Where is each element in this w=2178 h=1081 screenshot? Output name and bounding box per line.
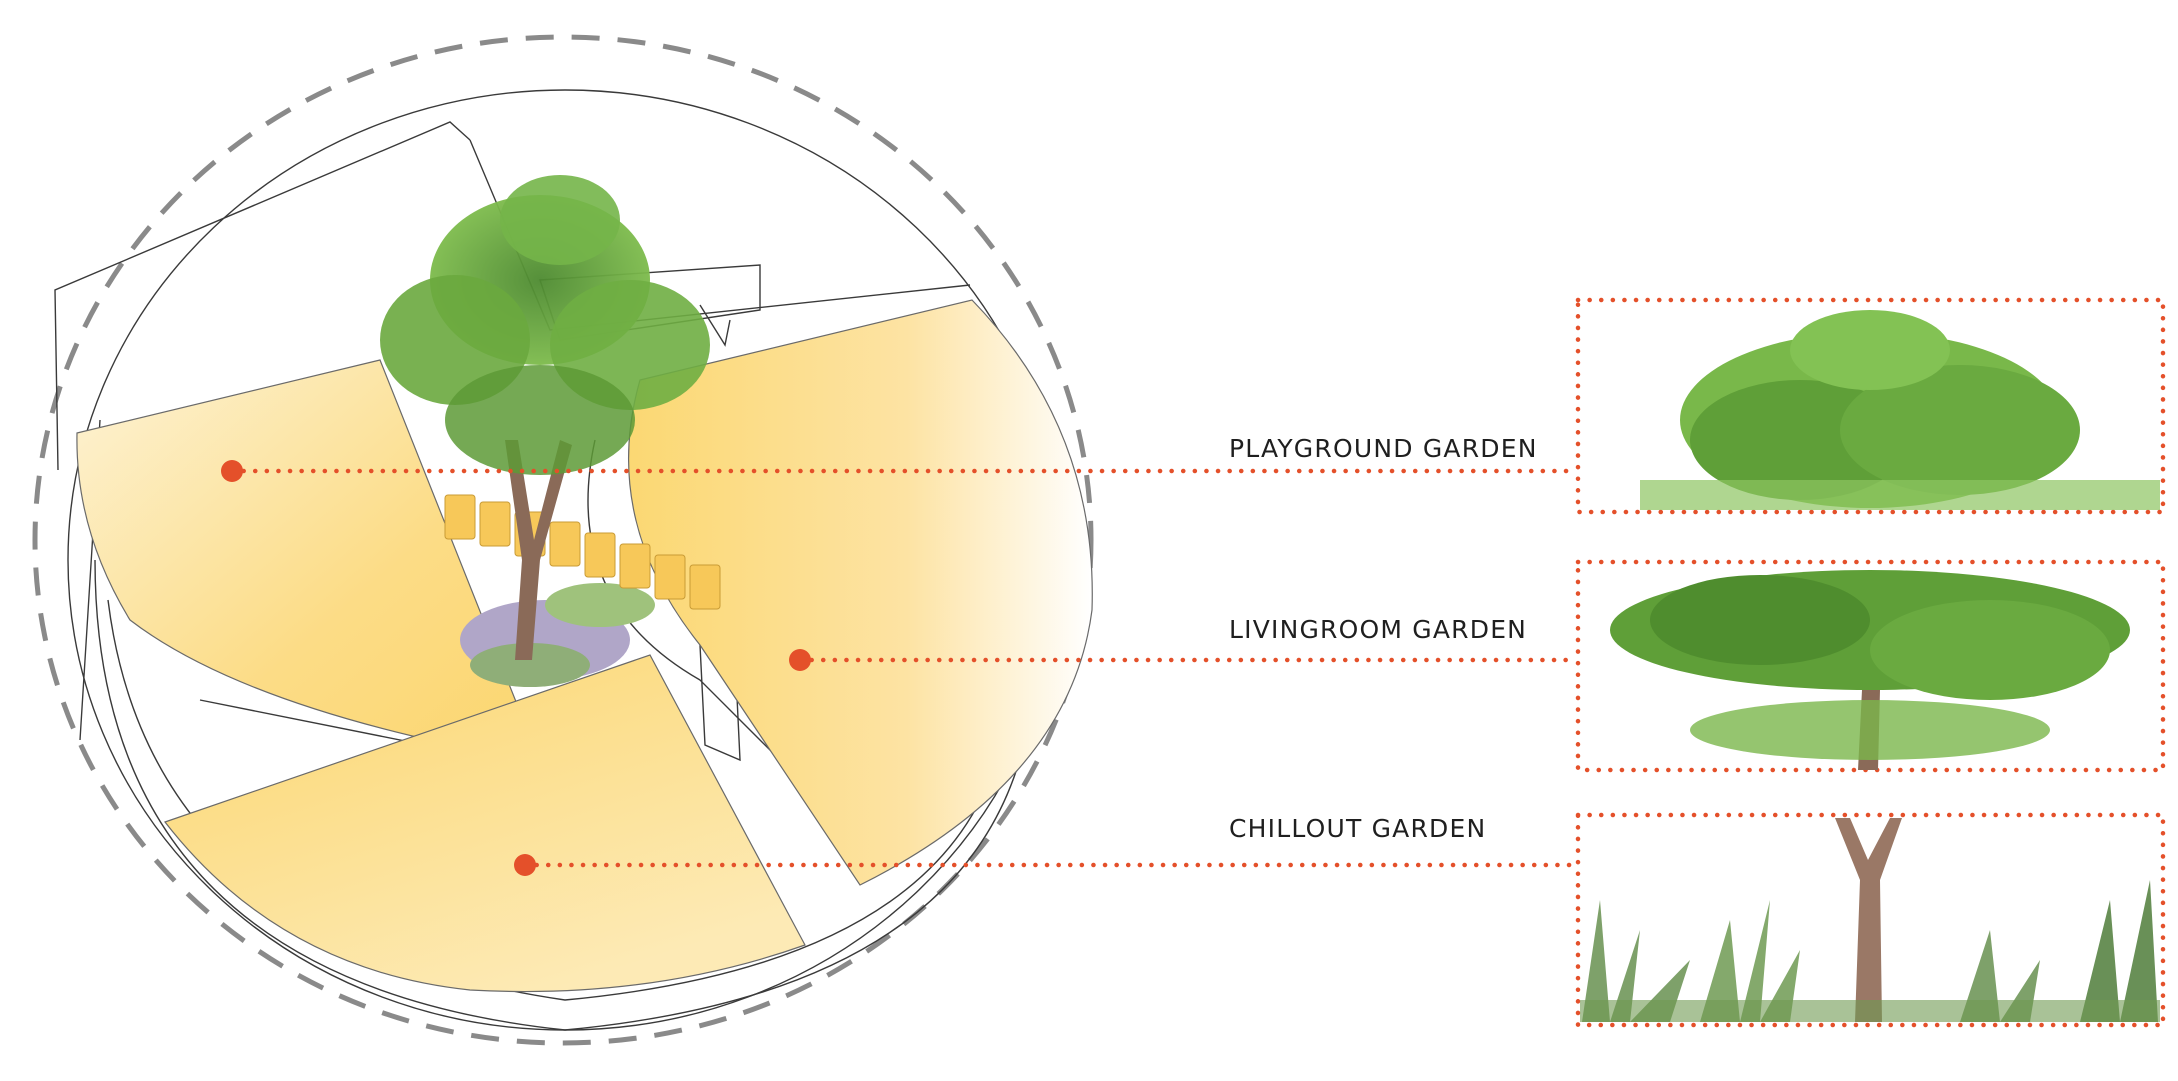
marker-dot-livingroom bbox=[789, 649, 811, 671]
central-tree bbox=[380, 175, 710, 660]
photo-frame-playground bbox=[1575, 297, 2166, 515]
photo-frame-chillout bbox=[1575, 812, 2166, 1028]
chillout-zone bbox=[164, 654, 806, 993]
marker-dot-playground bbox=[221, 460, 243, 482]
grass-icon bbox=[1580, 818, 2160, 1022]
tree-icon bbox=[1640, 310, 2160, 510]
site-boundary-dashed-circle bbox=[32, 34, 1094, 1046]
label-livingroom-garden: LIVINGROOM GARDEN bbox=[1229, 615, 1528, 644]
marker-dot-chillout bbox=[514, 854, 536, 876]
livingroom-zone bbox=[627, 299, 1093, 886]
label-playground-garden: PLAYGROUND GARDEN bbox=[1229, 434, 1538, 463]
tree-icon bbox=[1610, 570, 2130, 770]
leader-lines bbox=[229, 468, 1579, 868]
label-chillout-garden: CHILLOUT GARDEN bbox=[1229, 814, 1487, 843]
